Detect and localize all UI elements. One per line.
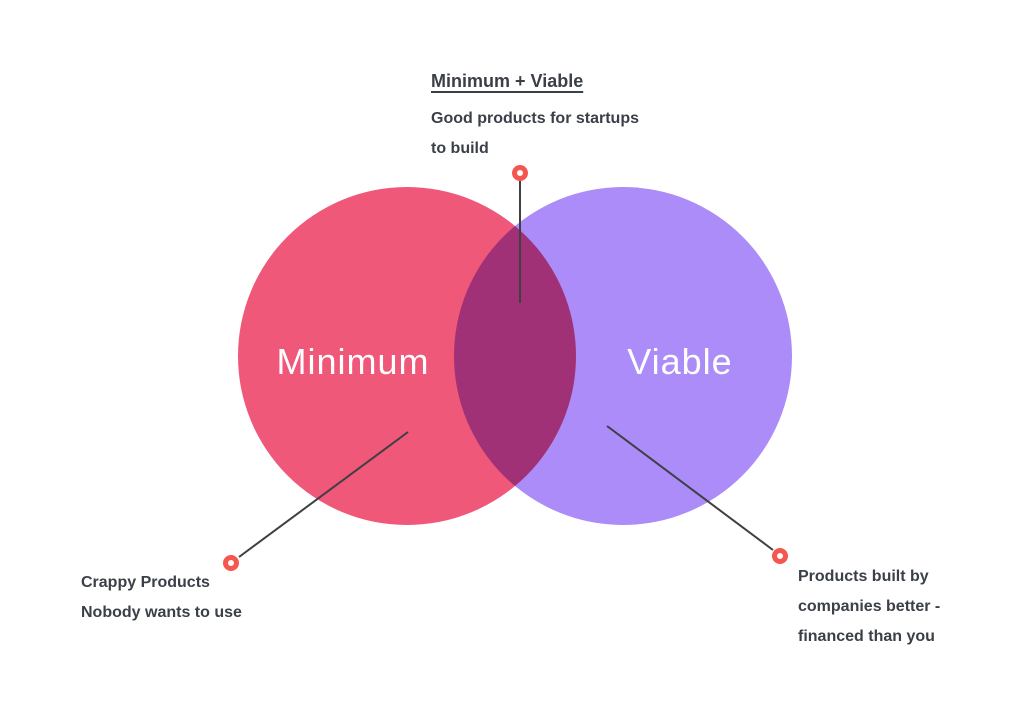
- bottom-left-annotation-line: Crappy Products: [81, 574, 210, 591]
- top-annotation-title: Minimum + Viable: [431, 71, 584, 91]
- bottom-left-callout-ring-icon: [223, 555, 239, 571]
- top-callout-ring-icon: [512, 165, 528, 181]
- bottom-right-annotation: Products built by companies better - fin…: [798, 562, 940, 652]
- top-annotation-line: to build: [431, 140, 489, 157]
- bottom-left-annotation: Crappy Products Nobody wants to use: [81, 568, 242, 628]
- top-annotation: Minimum + Viable Good products for start…: [431, 68, 639, 164]
- top-annotation-line: Good products for startups: [431, 110, 639, 127]
- bottom-left-annotation-line: Nobody wants to use: [81, 604, 242, 621]
- bottom-right-annotation-line: financed than you: [798, 628, 935, 645]
- bottom-right-callout-ring-icon: [772, 548, 788, 564]
- minimum-circle-label: Minimum: [276, 341, 430, 382]
- viable-circle-label: Viable: [627, 341, 733, 382]
- bottom-right-annotation-line: companies better -: [798, 598, 941, 615]
- bottom-right-annotation-line: Products built by: [798, 568, 929, 585]
